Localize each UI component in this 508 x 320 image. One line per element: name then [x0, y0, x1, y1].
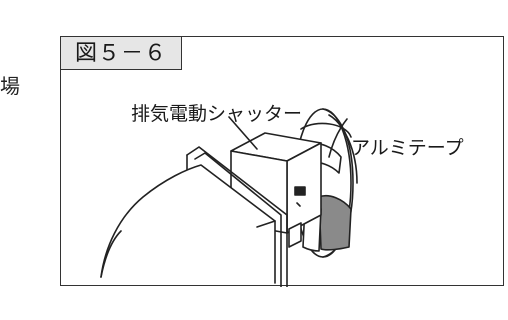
- figure-panel: 図５－６: [60, 36, 504, 287]
- shutter-installation-illustration: [100, 108, 358, 287]
- shutter-leader-line: [228, 116, 258, 150]
- callout-aluminum-tape: アルミテープ: [351, 137, 464, 159]
- tape-leader-line: [328, 118, 348, 158]
- callout-exhaust-shutter: 排気電動シャッター: [131, 103, 303, 125]
- clipped-side-text: 場: [0, 74, 20, 98]
- figure-number-label: 図５－６: [60, 36, 183, 70]
- side-clip: [288, 222, 302, 248]
- unit-hood: [100, 164, 276, 284]
